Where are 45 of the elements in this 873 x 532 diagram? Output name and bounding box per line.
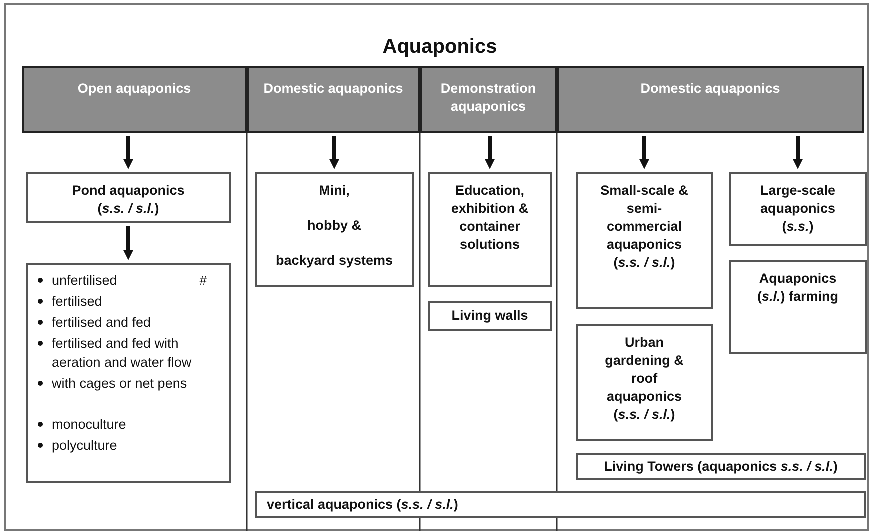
arrow (792, 136, 804, 170)
node-text: Pond aquaponics (s.s. / s.l.) (71, 182, 186, 218)
list-item: fertilised (52, 293, 104, 311)
node-text: Demonstration aquaponics (440, 80, 538, 116)
diagram-title: Aquaponics (382, 35, 498, 60)
node-text: Open aquaponics (78, 80, 192, 98)
list-item: unfertilised (52, 272, 118, 290)
node-text: hobby & (308, 217, 362, 235)
node-text: Living Towers (aquaponics s.s. / s.l.) (604, 458, 838, 476)
node-text: Aquaponics (s.l.) farming (756, 270, 840, 306)
category-box (26, 172, 231, 223)
node-text: Urban gardening & roof aquaponics (s.s. / s.l.) (604, 334, 685, 424)
node-text: backyard systems (276, 252, 394, 270)
category-box (576, 172, 713, 309)
category-box (428, 172, 552, 287)
arrow (329, 136, 340, 170)
arrow (639, 136, 650, 170)
list-box (26, 263, 231, 483)
category-box (428, 301, 552, 331)
footnote-mark: # (200, 272, 207, 290)
category-header (247, 66, 420, 133)
list-item: fertilised and fed (52, 314, 152, 332)
arrow (123, 136, 134, 170)
list-item: monoculture (52, 416, 128, 434)
node-text: Mini, (319, 182, 350, 200)
category-box (576, 324, 713, 441)
category-box (729, 260, 867, 354)
node-text: Domestic aquaponics (640, 80, 780, 98)
list-item: with cages or net pens (52, 375, 188, 393)
category-header (420, 66, 557, 133)
category-box (255, 172, 414, 287)
category-header (22, 66, 247, 133)
arrow (123, 226, 134, 260)
category-box (576, 453, 866, 480)
node-text: Small-scale & semi-commercial aquaponics (s.s. / s.l.) (600, 182, 688, 272)
node-text: Living walls (452, 307, 528, 325)
node-text: Large-scale aquaponics (s.s.) (759, 182, 837, 236)
category-box (255, 491, 866, 518)
arrow (484, 136, 496, 170)
list-item: polyculture (52, 437, 118, 455)
category-header (557, 66, 864, 133)
node-text: Education, exhibition & container solutions (450, 182, 530, 254)
node-text: Domestic aquaponics (264, 80, 404, 98)
category-box (729, 172, 867, 246)
node-text: vertical aquaponics (s.s. / s.l.) (267, 496, 458, 514)
